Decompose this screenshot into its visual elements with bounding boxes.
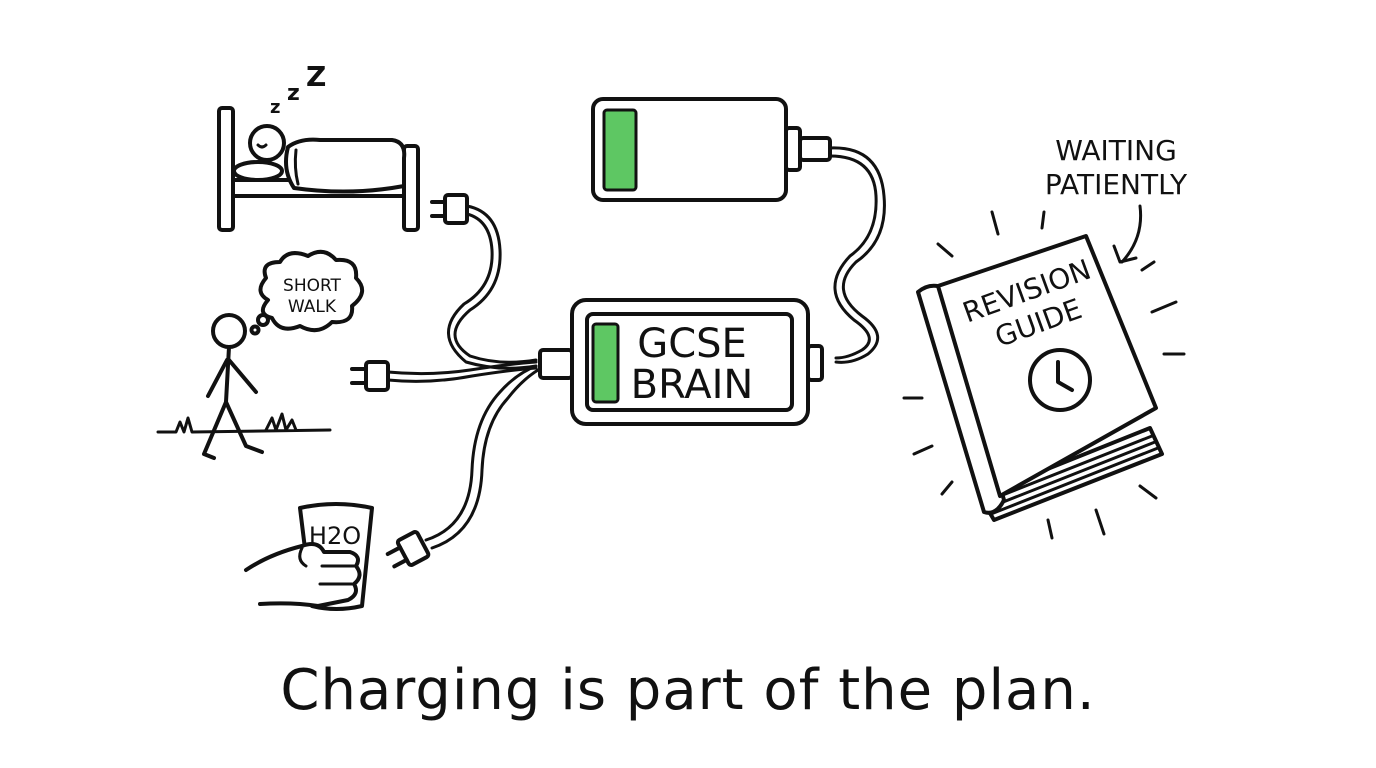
gcse-brain-device: GCSE BRAIN — [538, 298, 824, 426]
clock-icon — [1028, 348, 1092, 412]
battery-icon — [591, 97, 802, 202]
plug-icon — [350, 136, 832, 569]
cables — [386, 146, 886, 550]
waiting-note-line-2: PATIENTLY — [1045, 168, 1188, 201]
thought-bubble: SHORT WALK — [249, 249, 364, 336]
walking-person-icon — [156, 313, 332, 460]
book-icon: REVISION GUIDE — [916, 234, 1164, 522]
bed-icon — [217, 106, 420, 232]
walk-thought-line-2: WALK — [288, 297, 337, 317]
book-glow-rays — [902, 210, 1186, 540]
svg-text:z: z — [270, 97, 280, 118]
waiting-note-line-1: WAITING — [1055, 134, 1177, 167]
sleep-z-label: z z Z — [270, 60, 326, 118]
svg-text:z: z — [287, 81, 300, 106]
waiting-note: WAITING PATIENTLY — [1045, 134, 1188, 264]
water-glass-icon: H2O — [244, 502, 374, 611]
waiting-arrow — [1120, 204, 1143, 264]
brain-label-line-1: GCSE — [637, 321, 747, 367]
brain-label-line-2: BRAIN — [631, 362, 754, 408]
svg-text:Z: Z — [306, 60, 326, 93]
walk-thought-line-1: SHORT — [283, 276, 342, 296]
caption: Charging is part of the plan. — [280, 658, 1096, 723]
